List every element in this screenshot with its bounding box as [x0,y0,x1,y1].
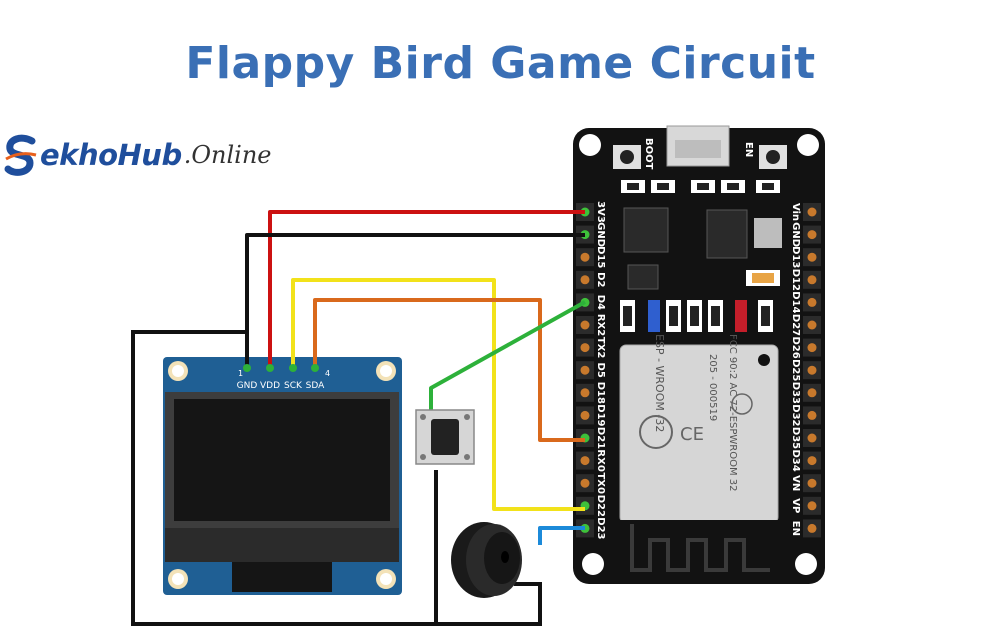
esp32-pin-rx2 [580,320,590,330]
wire-green-button [429,300,586,410]
esp32-pin-label-en: EN [790,521,801,536]
esp32-pin-label-rx0: RX0 [595,449,606,471]
esp32-pin-label-d12: D12 [790,269,801,291]
esp32-pin-label-3v3: 3V3 [595,201,606,223]
esp32-pin-label-d35: D35 [790,427,801,449]
esp32-pin-label-rx2: RX2 [595,314,606,336]
wire-red-vdd [268,210,585,368]
esp32-pin-label-d15: D15 [595,246,606,268]
logo: ekhoHub .Online [4,132,271,178]
logo-suffix: .Online [183,141,272,169]
esp32-pin-label-d27: D27 [790,314,801,336]
esp32-pin-label-d5: D5 [595,363,606,378]
push-button [415,409,475,465]
ce-mark-icon: CE [680,424,704,445]
esp32-pin-d33 [807,388,817,398]
oled-pin1-number: 1 [238,369,243,378]
esp32-pin-label-d26: D26 [790,336,801,358]
wire-black-gnd [245,233,585,368]
module-line-3: ESP - WROOM -32 [653,334,666,432]
wire-yellow-sck [291,278,585,511]
logo-s-icon [4,133,38,177]
esp32-pin-label-d25: D25 [790,359,801,381]
wire-orange-sda [313,298,585,442]
esp32-pin-label-vp: VP [790,498,801,513]
esp32-pin-vin [807,207,817,217]
esp32-pin-label-gnd: GND [595,222,606,247]
en-label: EN [743,142,754,157]
esp32-pin-label-d22: D22 [595,495,606,517]
esp32-pin-label-d19: D19 [595,404,606,426]
esp32-pin-label-d21: D21 [595,427,606,449]
oled-pin-gnd-label: GND [237,381,258,391]
esp32-pin-label-d23: D23 [595,517,606,539]
oled-pin-sck-label: SCK [284,381,303,391]
esp32-pin-d19 [580,410,590,420]
oled-pin4-number: 4 [325,369,330,378]
esp32-pin-d25 [807,365,817,375]
esp32-pin-gnd [807,230,817,240]
buzzer [451,522,522,598]
oled-pin-sda-label: SDA [306,381,325,391]
oled-display: 1 4 GND VDD SCK SDA [163,357,402,595]
logo-name: ekhoHub [40,138,182,172]
esp32-pin-label-vn: VN [790,475,801,491]
esp32-pin-vp [807,501,817,511]
oled-screen [174,399,390,521]
esp32-pin-tx0 [580,478,590,488]
module-line-2: 205 - 000519 [707,354,718,421]
esp32-pin-label-d18: D18 [595,382,606,404]
fcc-logo-icon [639,415,673,449]
esp32-pin-d32 [807,410,817,420]
module-line-1: FCC 90:2 AC 72-ESPWROOM 32 [727,334,738,492]
earth-icon [731,393,753,415]
esp32-pin-label-d4: D4 [595,295,606,310]
esp32-board: BOOT EN FCC 90:2 AC 72-ESP [573,125,825,584]
esp32-pin-d2 [580,275,590,285]
oled-pin-vdd-label: VDD [260,381,280,391]
esp32-pin-d35 [807,433,817,443]
esp32-pin-label-tx0: TX0 [595,472,606,494]
esp32-pin-label-d2: D2 [595,272,606,287]
page-title: Flappy Bird Game Circuit [185,38,816,89]
wire-blue-buzzer [538,526,585,545]
esp32-pin-label-d32: D32 [790,404,801,426]
esp32-pin-d18 [580,388,590,398]
esp32-pin-rx0 [580,456,590,466]
esp32-pin-tx2 [580,343,590,353]
esp32-pin-d13 [807,252,817,262]
esp32-pin-label-d14: D14 [790,291,801,313]
esp32-pin-d27 [807,320,817,330]
esp32-pin-en [807,523,817,533]
esp32-pin-label-vin: Vin [790,203,801,221]
esp32-pin-label-gnd: GND [790,222,801,247]
esp32-pin-label-d34: D34 [790,449,801,471]
esp32-pin-d15 [580,252,590,262]
esp32-pin-label-d13: D13 [790,246,801,268]
esp32-pin-d12 [807,275,817,285]
esp32-pin-vn [807,478,817,488]
esp32-pin-d5 [580,365,590,375]
boot-label: BOOT [643,138,654,170]
esp32-pin-d14 [807,297,817,307]
esp32-pin-d34 [807,456,817,466]
esp32-pin-d26 [807,343,817,353]
esp32-pin-label-tx2: TX2 [595,337,606,359]
esp32-pin-label-d33: D33 [790,382,801,404]
